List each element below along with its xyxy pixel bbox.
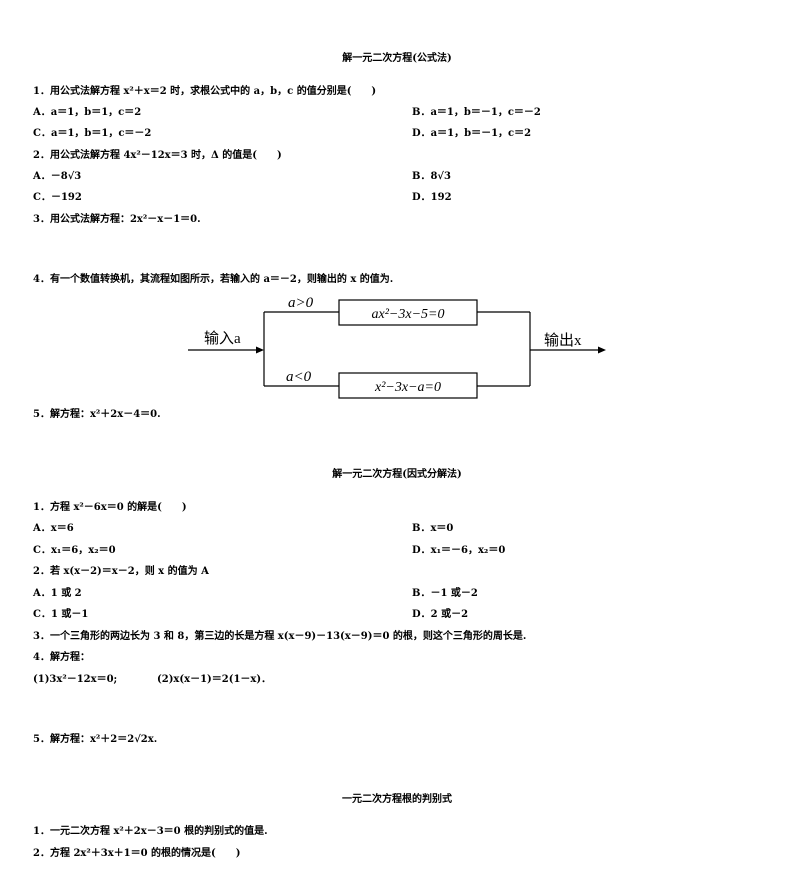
s1-question-3: 3．用公式法解方程：2x²－x－1＝0. xyxy=(33,214,201,225)
flow-output-arrow xyxy=(598,346,606,354)
s2-q1-option-b: B．x＝0 xyxy=(412,523,454,534)
flow-input-label: 输入a xyxy=(204,330,241,347)
section-title-formula: 解一元二次方程(公式法) xyxy=(342,53,452,64)
section-title-factoring: 解一元二次方程(因式分解法) xyxy=(332,469,462,480)
s2-q4-part-2: (2)x(x－1)＝2(1－x)． xyxy=(157,674,272,685)
s2-q1-option-d: D．x₁＝－6，x₂＝0 xyxy=(412,545,506,556)
s1-question-5: 5．解方程：x²＋2x－4＝0. xyxy=(33,409,161,420)
s2-question-4: 4．解方程： xyxy=(33,652,90,663)
s1-question-1: 1．用公式法解方程 x²＋x＝2 时，求根公式中的 a，b，c 的值分别是( ) xyxy=(33,86,377,97)
s2-q4-part-1: (1)3x²－12x＝0; xyxy=(33,674,118,685)
s1-q2-option-d: D．192 xyxy=(412,192,452,203)
s1-question-2: 2．用公式法解方程 4x²－12x＝3 时，Δ 的值是( ) xyxy=(33,150,282,161)
s1-q1-option-c: C．a＝1，b＝1，c＝－2 xyxy=(33,128,152,139)
flow-input-arrow xyxy=(256,346,264,354)
s2-q1-option-c: C．x₁＝6，x₂＝0 xyxy=(33,545,116,556)
s2-q2-option-d: D．2 或－2 xyxy=(412,609,469,620)
s1-q1-option-b: B．a＝1，b＝－1，c＝－2 xyxy=(412,107,541,118)
s2-question-3: 3．一个三角形的两边长为 3 和 8，第三边的长是方程 x(x－9)－13(x－… xyxy=(33,631,527,642)
flow-output-label: 输出x xyxy=(544,332,582,349)
flow-bottom-condition: a<0 xyxy=(286,369,312,385)
s1-q1-option-a: A．a＝1，b＝1，c＝2 xyxy=(33,107,142,118)
section-title-discriminant: 一元二次方程根的判别式 xyxy=(342,794,452,805)
s2-question-5: 5．解方程：x²＋2＝2√2x. xyxy=(33,734,158,745)
s1-q2-option-c: C．－192 xyxy=(33,192,82,203)
s1-question-4: 4．有一个数值转换机，其流程如图所示，若输入的 a＝－2，则输出的 x 的值为. xyxy=(33,274,394,285)
flow-top-condition: a>0 xyxy=(288,295,314,311)
s2-q1-option-a: A．x＝6 xyxy=(33,523,74,534)
s2-q2-option-a: A．1 或 2 xyxy=(33,588,82,599)
s1-q2-option-a: A．－8√3 xyxy=(33,171,82,182)
flow-top-equation: ax²−3x−5=0 xyxy=(372,307,445,322)
s2-q2-option-c: C．1 或－1 xyxy=(33,609,89,620)
s2-q2-option-b: B．－1 或－2 xyxy=(412,588,478,599)
s1-q2-option-b: B．8√3 xyxy=(412,171,451,182)
s2-question-1: 1．方程 x²－6x＝0 的解是( ) xyxy=(33,502,187,513)
s2-question-2: 2．若 x(x－2)＝x－2，则 x 的值为 A xyxy=(33,566,209,577)
s3-question-1: 1．一元二次方程 x²＋2x－3＝0 根的判别式的值是. xyxy=(33,826,268,837)
s3-question-2: 2．方程 2x²＋3x＋1＝0 的根的情况是( ) xyxy=(33,848,241,859)
flow-bottom-equation: x²−3x−a=0 xyxy=(374,380,441,395)
s1-q1-option-d: D．a＝1，b＝－1，c＝2 xyxy=(412,128,532,139)
